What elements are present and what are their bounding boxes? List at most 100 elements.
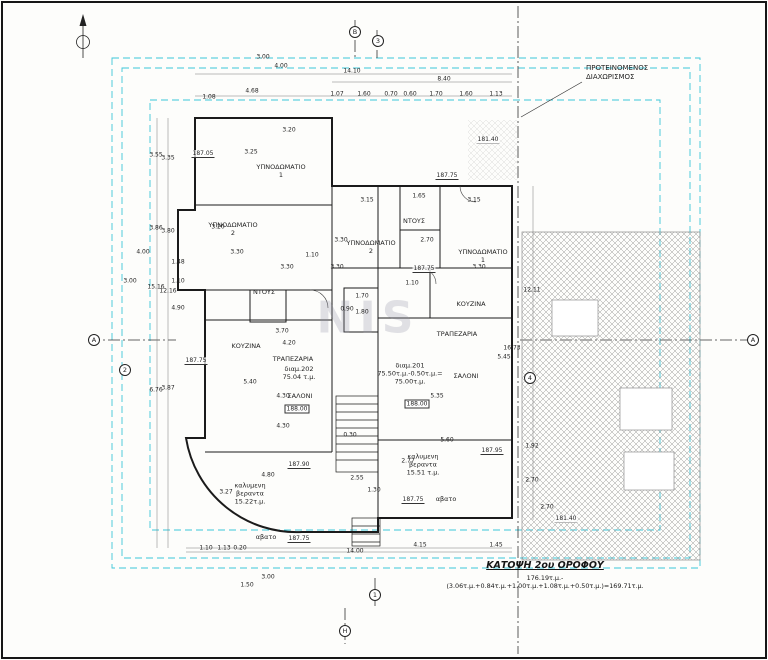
dimension-label: 2.55 <box>350 474 364 482</box>
dimension-label: 3.25 <box>244 148 258 156</box>
stairs <box>335 395 381 547</box>
elevation-label: 188.00 <box>284 404 310 414</box>
watermark: NIS <box>316 292 420 344</box>
dimension-label: 12.11 <box>523 286 541 294</box>
room-label: ΝΤΟΥΣ <box>252 288 276 297</box>
dimension-label: 5.45 <box>497 353 511 361</box>
dimension-label: 3.27 <box>219 488 233 496</box>
elevation-label: 187.75 <box>435 172 459 180</box>
dimension-label: 1.07 <box>330 90 344 98</box>
dimension-label: 6.76 <box>149 386 163 394</box>
dimension-label: 1.10 <box>199 544 213 552</box>
dimension-label: 3.55 <box>149 151 163 159</box>
room-label: ΣΑΛΟΝΙ <box>453 372 479 381</box>
dimension-label: 1.70 <box>355 292 369 300</box>
dimension-label: 0.30 <box>343 431 357 439</box>
dimension-label: 4.90 <box>171 304 185 312</box>
elevation-label: 187.95 <box>480 447 504 455</box>
dimension-label: 1.10 <box>171 277 185 285</box>
elevation-label: 181.40 <box>476 136 500 144</box>
dimension-label: 2.70 <box>540 503 554 511</box>
room-label: ΤΡΑΠΕΖΑΡΙΑ <box>436 330 478 339</box>
room-label: ΥΠΝΟΔΩΜΑΤΙΟ 1 <box>458 248 508 264</box>
elevation-label: 187.90 <box>287 461 311 469</box>
axis-marker: Β <box>349 26 361 38</box>
north-arrow-icon <box>76 14 90 58</box>
room-label: ΚΟΥΖΙΝΑ <box>231 342 261 351</box>
dimension-label: 0.60 <box>403 90 417 98</box>
dimension-label: 1.45 <box>489 541 503 549</box>
dimension-label: 4.80 <box>261 471 275 479</box>
dimension-label: 3.20 <box>211 223 225 231</box>
dimension-label: 4.15 <box>413 541 427 549</box>
elevation-label: 187.05 <box>191 150 215 158</box>
dimension-label: 3.35 <box>161 154 175 162</box>
dimension-label: 1.08 <box>202 93 216 101</box>
dimension-label: 3.15 <box>360 196 374 204</box>
dimension-label: 3.30 <box>330 263 344 271</box>
dimension-label: 4.30 <box>276 392 290 400</box>
elevation-label: 187.75 <box>412 265 436 273</box>
elevation-label: 187.75 <box>184 357 208 365</box>
dimension-label: 1.70 <box>429 90 443 98</box>
room-label: καλυμενη βεραντα 15.51 τ.μ. <box>406 452 440 476</box>
room-label: ΝΤΟΥΣ <box>402 217 426 226</box>
axis-marker: 3 <box>372 35 384 47</box>
area-formula: 176.19τ.μ.-(3.06τ.μ.+0.84τ.μ.+1.00τ.μ.+1… <box>446 574 644 590</box>
dimension-label: 1.10 <box>405 279 419 287</box>
dimension-label: 4.30 <box>276 422 290 430</box>
dimension-label: 16.73 <box>503 344 521 352</box>
room-label: ΥΠΝΟΔΩΜΑΤΙΟ 1 <box>256 163 306 179</box>
dimension-label: 3.30 <box>472 263 486 271</box>
room-label: ΥΠΝΟΔΩΜΑΤΙΟ 2 <box>346 239 396 255</box>
axis-marker: 1 <box>369 589 381 601</box>
axis-marker: 2 <box>119 364 131 376</box>
dimension-label: 4.20 <box>282 339 296 347</box>
title-block: ΚΑΤΟΨΗ 2ου ΟΡΟΦΟΥ 176.19τ.μ.-(3.06τ.μ.+0… <box>434 560 657 590</box>
dimension-label: 3.86 <box>149 224 163 232</box>
dimension-label: 15.16 <box>147 283 165 291</box>
axis-marker: Α <box>88 334 100 346</box>
leader-line <box>520 81 583 118</box>
room-label: ΥΠΝΟΔΩΜΑΤΙΟ 2 <box>208 221 258 237</box>
axis-marker: 4 <box>524 372 536 384</box>
axis-marker: Η <box>339 625 351 637</box>
dimension-label: 2.70 <box>525 476 539 484</box>
drawing-title: ΚΑΤΟΨΗ 2ου ΟΡΟΦΟΥ <box>486 560 604 571</box>
room-label: ΣΑΛΟΝΙ <box>287 392 313 401</box>
dimension-label: 4.00 <box>136 248 150 256</box>
dimension-label: 3.30 <box>230 248 244 256</box>
room-label: ΤΡΑΠΕΖΑΡΙΑ <box>272 355 314 364</box>
dimension-label: 0.70 <box>384 90 398 98</box>
room-label: καλυμενη βεραντα 15.22τ.μ. <box>234 481 266 505</box>
dimension-label: 5.40 <box>243 378 257 386</box>
elevation-label: 187.75 <box>401 496 425 504</box>
dimension-label: 8.40 <box>437 75 451 83</box>
dimension-label: 3.00 <box>261 573 275 581</box>
dimension-label: 3.15 <box>467 196 481 204</box>
dimension-label: 1.92 <box>525 442 539 450</box>
partition-note: ΠΡΟΤΕΙΝΟΜΕΝΟΣ ΔΙΑΧΩΡΙΣΜΟΣ <box>586 64 649 82</box>
axis-marker: Α <box>747 334 759 346</box>
dimension-label: 3.30 <box>334 236 348 244</box>
dimension-label: 2.70 <box>420 236 434 244</box>
dimension-label: 1.13 <box>217 544 231 552</box>
room-label: διαμ.202 75.04 τ.μ. <box>282 365 316 381</box>
elevation-label: 188.00 <box>404 399 430 409</box>
dimension-label: 1.48 <box>171 258 185 266</box>
dimension-label: 0.20 <box>233 544 247 552</box>
dimension-label: 3.70 <box>275 327 289 335</box>
dimension-label: 5.60 <box>440 436 454 444</box>
dimension-label: 1.60 <box>459 90 473 98</box>
dimension-label: 4.68 <box>245 87 259 95</box>
dimension-label: 3.00 <box>256 53 270 61</box>
room-label: αβατο <box>255 533 277 542</box>
dimension-label: 1.50 <box>240 581 254 589</box>
dimension-label: 1.13 <box>489 90 503 98</box>
hatch-area <box>468 120 701 561</box>
dimension-label: 3.20 <box>282 126 296 134</box>
